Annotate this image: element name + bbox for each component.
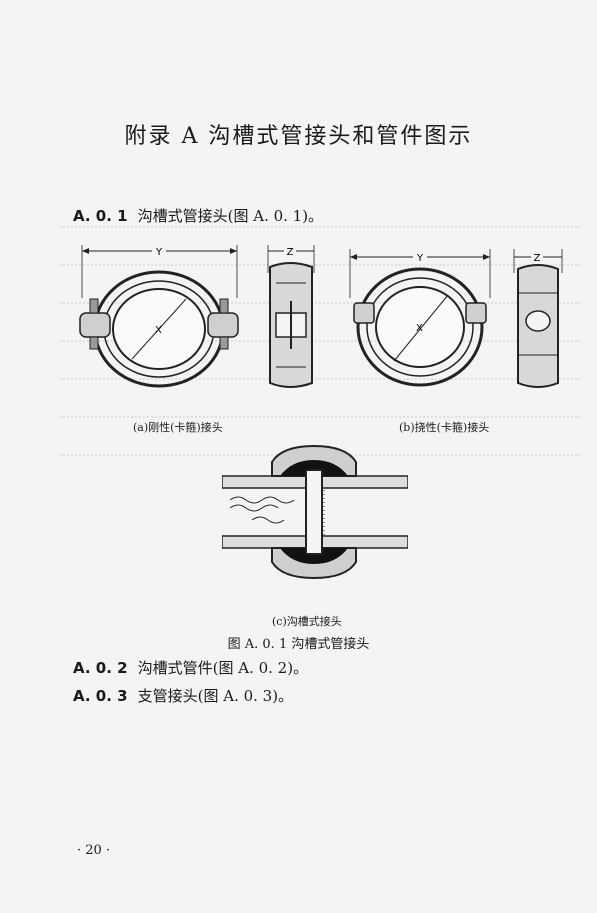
dim-z-label-a: Z	[287, 247, 294, 258]
groove-joint-cross-section	[222, 444, 408, 580]
page-number: · 20 ·	[77, 843, 111, 858]
section-number: A. 0. 2	[73, 659, 128, 677]
rigid-coupling-side-view: Z	[267, 244, 315, 388]
section-text: 沟槽式管件(图 A. 0. 2)。	[137, 659, 309, 677]
dim-y-label-b: Y	[416, 253, 424, 264]
appendix-heading: 附录 A 沟槽式管接头和管件图示	[124, 124, 473, 149]
section-number: A. 0. 3	[73, 687, 128, 705]
section-text: 支管接头(图 A. 0. 3)。	[137, 687, 294, 705]
section-a01: A. 0. 1 沟槽式管接头(图 A. 0. 1)。	[73, 205, 323, 226]
figure-caption: 图 A. 0. 1 沟槽式管接头	[227, 637, 370, 652]
dim-y-label-a: Y	[155, 247, 163, 258]
dim-z-label-b: Z	[534, 253, 541, 264]
subcaption-a: (a)刚性(卡箍)接头	[133, 421, 223, 434]
section-a02: A. 0. 2 沟槽式管件(图 A. 0. 2)。	[73, 657, 308, 678]
rigid-coupling-front-view: Y X	[79, 244, 239, 388]
subcaption-b: (b)挠性(卡箍)接头	[399, 421, 490, 434]
section-text: 沟槽式管接头(图 A. 0. 1)。	[137, 207, 324, 225]
section-number: A. 0. 1	[73, 207, 128, 225]
section-a03: A. 0. 3 支管接头(图 A. 0. 3)。	[73, 685, 293, 706]
flexible-coupling-front-view: Y X	[349, 249, 491, 387]
dim-x-label-a: X	[155, 325, 162, 336]
flexible-coupling-side-view: Z	[513, 249, 563, 388]
subcaption-c: (c)沟槽式接头	[272, 615, 342, 628]
dim-x-label-b: X	[416, 323, 423, 334]
